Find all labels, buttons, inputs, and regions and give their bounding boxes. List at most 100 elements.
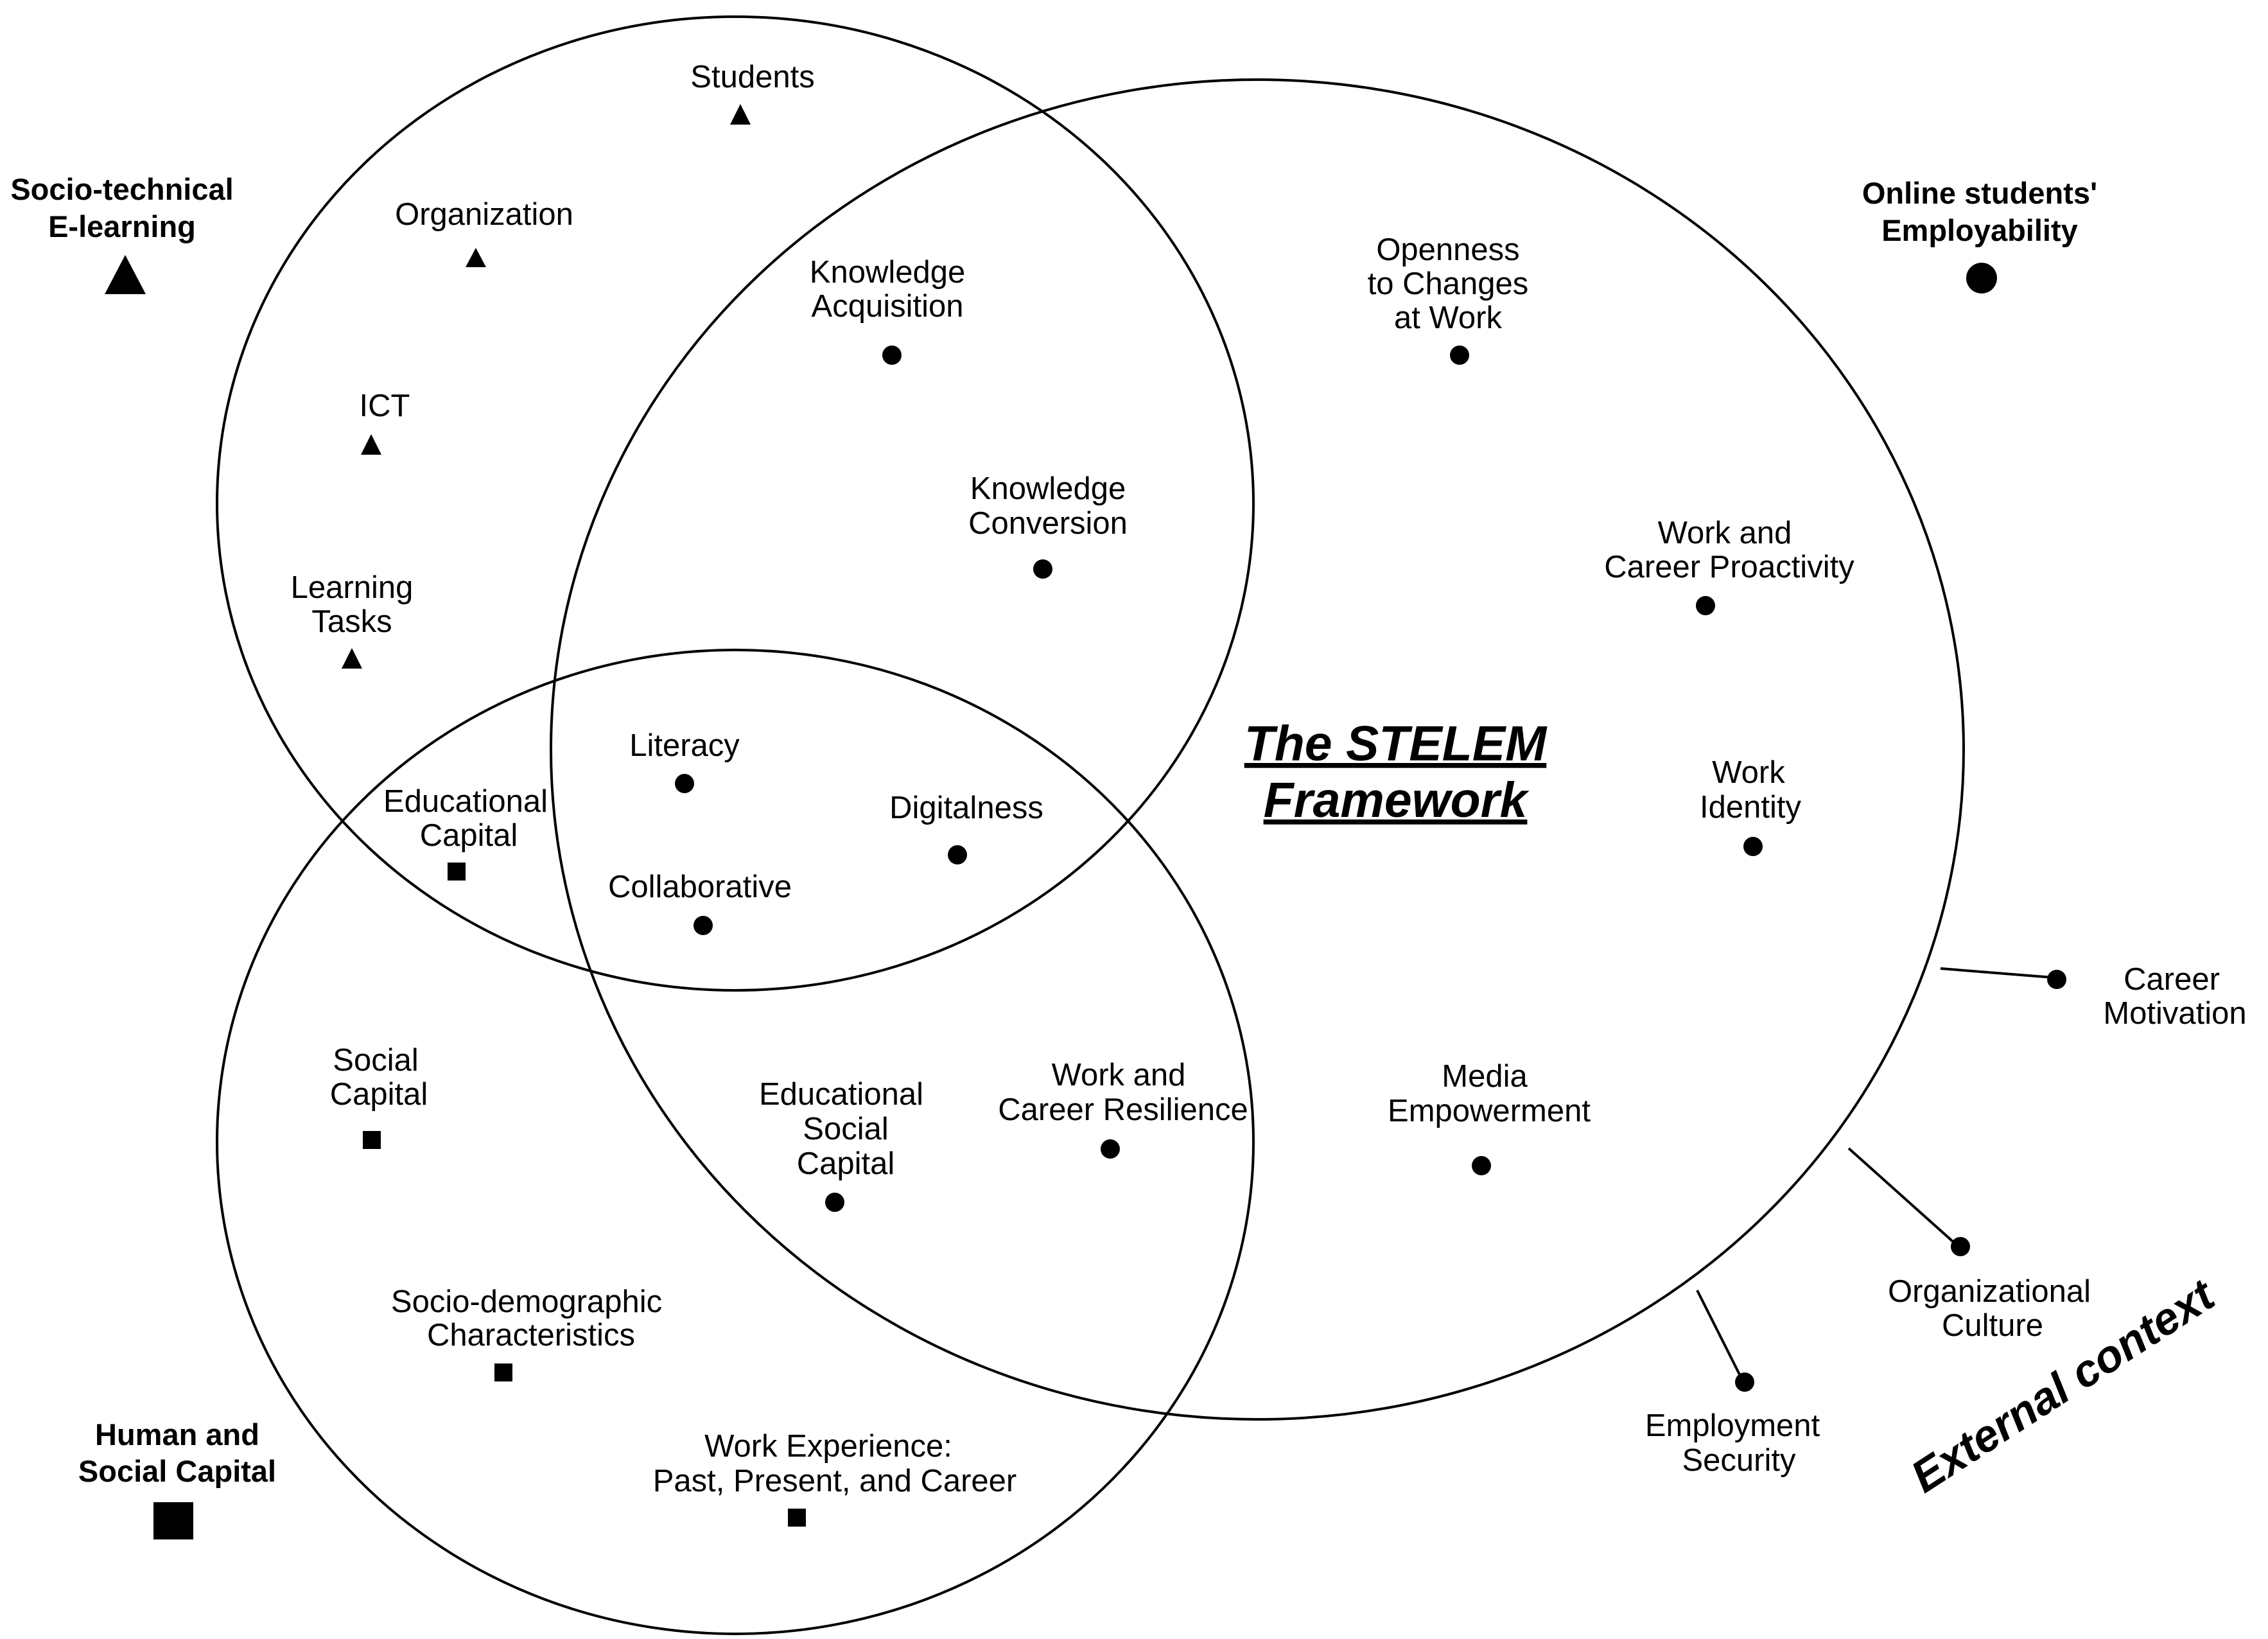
item-label: Literacy	[629, 728, 740, 763]
item-label-line1: Work	[1712, 755, 1785, 790]
circle-marker-icon	[1472, 1156, 1491, 1175]
item-educational-social-capital: Educational Social Capital	[759, 1077, 923, 1212]
square-marker-icon	[788, 1509, 806, 1527]
item-students: Students	[690, 60, 815, 125]
employment-security-connector	[1696, 1290, 1744, 1381]
item-label-line1: Knowledge	[970, 471, 1126, 506]
item-organization: Organization	[395, 197, 573, 267]
external-employment-security: Employment Security	[1645, 1372, 1820, 1478]
triangle-marker-icon	[730, 104, 751, 125]
item-social-capital: Social Capital	[330, 1043, 428, 1149]
item-label: ICT	[360, 389, 410, 423]
item-work-identity: Work Identity	[1700, 755, 1801, 856]
external-label-line2: Motivation	[2103, 996, 2246, 1031]
square-marker-icon	[363, 1131, 381, 1149]
item-label-line2: Social	[803, 1112, 888, 1146]
circle-marker-icon	[675, 774, 694, 793]
external-organizational-culture: Organizational Culture	[1888, 1237, 2091, 1343]
item-socio-demographic: Socio-demographic Characteristics	[391, 1284, 662, 1381]
item-label-line2: Identity	[1700, 790, 1801, 825]
item-label-line2: Characteristics	[427, 1318, 635, 1353]
framework-title-line2: Framework	[1264, 773, 1530, 828]
item-label-line1: Educational	[759, 1077, 923, 1112]
human-social-capital-circle	[216, 649, 1255, 1635]
legend-circle-icon	[1966, 263, 1997, 294]
legend-elearning: Socio-technical E-learning	[10, 172, 234, 294]
circle-marker-icon	[948, 845, 967, 864]
circle-marker-icon	[1696, 596, 1715, 615]
item-educational-capital: Educational Capital	[383, 784, 548, 881]
legend-triangle-icon	[105, 255, 146, 294]
triangle-marker-icon	[342, 648, 362, 669]
external-label-line1: Career	[2124, 962, 2220, 997]
item-label-line2: Empowerment	[1388, 1094, 1591, 1128]
circle-marker-icon	[1743, 837, 1763, 856]
item-work-experience: Work Experience: Past, Present, and Care…	[653, 1429, 1017, 1527]
item-digitalness: Digitalness	[889, 791, 1043, 864]
legend-capital: Human and Social Capital	[78, 1417, 276, 1539]
item-label-line2: to Changes	[1368, 267, 1529, 301]
item-work-career-resilience: Work and Career Resilience	[998, 1058, 1248, 1159]
socio-technical-elearning-circle	[216, 15, 1255, 992]
external-label-line2: Security	[1682, 1443, 1796, 1478]
circle-marker-icon	[1951, 1237, 1970, 1256]
circle-marker-icon	[1735, 1372, 1754, 1392]
external-label-line1: Organizational	[1888, 1274, 2091, 1309]
framework-title-line1: The STELEM	[1244, 716, 1548, 771]
square-marker-icon	[448, 863, 466, 881]
item-label: Digitalness	[889, 791, 1043, 825]
item-label: Collaborative	[608, 870, 792, 904]
item-label-line2: Conversion	[968, 506, 1128, 541]
item-label-line2: Capital	[330, 1077, 428, 1112]
legend-square-icon	[153, 1502, 193, 1539]
legend-capital-line1: Human and	[95, 1417, 259, 1451]
organizational-culture-connector	[1847, 1147, 1960, 1248]
item-work-career-proactivity: Work and Career Proactivity	[1604, 516, 1854, 615]
item-label-line1: Knowledge	[810, 255, 965, 290]
triangle-marker-icon	[466, 248, 486, 267]
circle-marker-icon	[693, 916, 713, 935]
circle-marker-icon	[882, 346, 902, 365]
item-label-line1: Learning	[291, 570, 414, 605]
item-label-line1: Work and	[1052, 1058, 1186, 1092]
item-label-line3: at Work	[1394, 301, 1502, 335]
item-ict: ICT	[360, 389, 410, 455]
item-knowledge-acquisition: Knowledge Acquisition	[810, 255, 965, 365]
item-label-line1: Work and	[1658, 516, 1792, 550]
item-label-line1: Socio-demographic	[391, 1284, 662, 1319]
item-label-line2: Past, Present, and Career	[653, 1464, 1017, 1498]
legend-elearning-line2: E-learning	[48, 209, 196, 243]
item-label-line2: Acquisition	[812, 289, 964, 324]
item-learning-tasks: Learning Tasks	[291, 570, 414, 669]
circle-marker-icon	[1101, 1139, 1120, 1159]
circle-marker-icon	[2047, 970, 2066, 989]
legend-employability-line1: Online students'	[1862, 176, 2097, 210]
external-career-motivation: Career Motivation	[2047, 962, 2247, 1031]
item-label-line2: Career Proactivity	[1604, 550, 1854, 584]
legend-elearning-line1: Socio-technical	[10, 172, 233, 206]
item-label-line2: Capital	[420, 818, 518, 853]
legend-employability-line2: Employability	[1881, 213, 2078, 247]
external-label-line2: Culture	[1942, 1308, 2043, 1343]
item-label: Students	[690, 60, 814, 94]
item-label-line3: Capital	[797, 1146, 895, 1181]
item-knowledge-conversion: Knowledge Conversion	[968, 471, 1128, 579]
item-label-line1: Educational	[383, 784, 548, 819]
item-label-line1: Openness	[1376, 232, 1519, 267]
item-label-line1: Social	[333, 1043, 418, 1078]
item-label: Organization	[395, 197, 573, 232]
item-label-line2: Career Resilience	[998, 1092, 1248, 1127]
item-label-line2: Tasks	[311, 604, 392, 639]
item-literacy: Literacy	[629, 728, 740, 793]
triangle-marker-icon	[361, 434, 381, 455]
item-media-empowerment: Media Empowerment	[1388, 1059, 1591, 1175]
employability-circle	[550, 78, 1965, 1421]
legend-employability: Online students' Employability	[1862, 176, 2097, 294]
item-label-line1: Work Experience:	[704, 1429, 952, 1464]
circle-marker-icon	[1033, 559, 1052, 579]
circle-marker-icon	[1450, 346, 1469, 365]
career-motivation-connector	[1940, 967, 2054, 979]
item-collaborative: Collaborative	[608, 870, 792, 935]
legend-capital-line2: Social Capital	[78, 1454, 276, 1488]
